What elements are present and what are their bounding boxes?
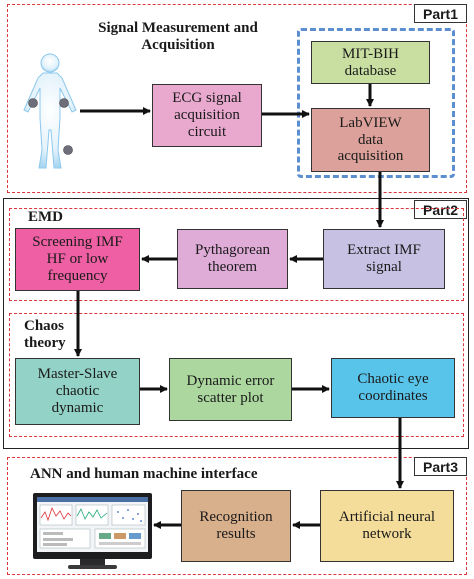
extract-imf-node: Extract IMF signal [323, 229, 445, 289]
chaos-section [9, 313, 464, 437]
signal-section-title: Signal Measurement and Acquisition [98, 20, 258, 54]
master-slave-node: Master-Slave chaotic dynamic [15, 358, 140, 425]
recognition-results-node: Recognition results [181, 490, 291, 562]
dynamic-error-scatter-node: Dynamic error scatter plot [169, 358, 292, 421]
part1-container [7, 4, 467, 193]
labview-acquisition-node: LabVIEW data acquisition [311, 108, 430, 172]
pythagorean-theorem-node: Pythagorean theorem [177, 229, 288, 289]
part1-tag: Part1 [414, 4, 467, 23]
ecg-acquisition-node: ECG signal acquisition circuit [152, 84, 262, 147]
chaotic-eye-node: Chaotic eye coordinates [331, 358, 455, 418]
ann-section-title: ANN and human machine interface [30, 466, 258, 482]
emd-section-title: EMD [28, 209, 63, 225]
part2-tag: Part2 [414, 200, 467, 219]
part2-container [3, 198, 469, 449]
mitbih-database-node: MIT-BIH database [311, 41, 430, 84]
part3-tag: Part3 [414, 457, 467, 476]
ann-network-node: Artificial neural network [320, 490, 454, 562]
chaos-section-title: Chaos theory [24, 318, 66, 352]
database-group [297, 28, 455, 178]
screening-imf-node: Screening IMF HF or low frequency [15, 228, 140, 291]
emd-section [9, 208, 464, 301]
part3-container [7, 457, 467, 575]
